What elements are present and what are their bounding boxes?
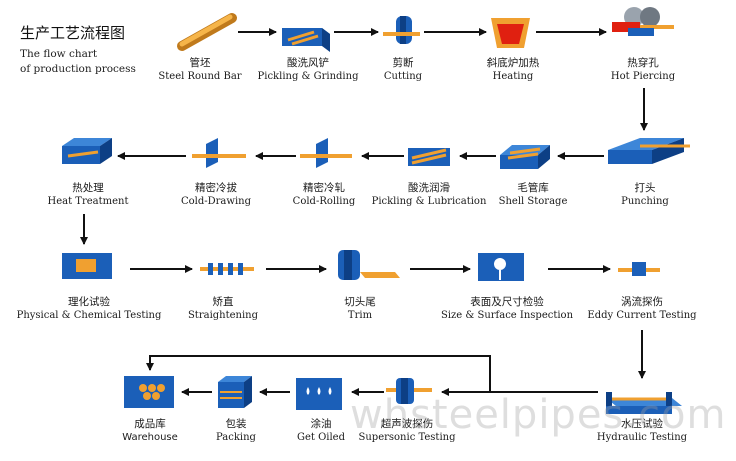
cold-drawing-icon [192, 138, 246, 168]
straightening-icon [200, 263, 254, 275]
shell-storage-icon [500, 145, 550, 169]
chart-title-cn: 生产工艺流程图 [20, 24, 126, 42]
chart-title-en-line2: of production process [20, 63, 136, 75]
pickling-lubrication-icon [408, 148, 450, 166]
hydraulic-testing-icon [606, 392, 682, 414]
trim-icon [338, 250, 400, 280]
warehouse-icon [124, 376, 174, 408]
size-surface-inspection-icon [478, 253, 524, 281]
steel-round-bar-icon [177, 13, 237, 51]
packing-icon [218, 376, 252, 408]
heat-treatment-icon [62, 138, 112, 164]
eddy-current-testing-icon [618, 262, 660, 276]
cold-rolling-icon [300, 138, 352, 168]
supersonic-testing-icon [386, 378, 432, 404]
get-oiled-icon [296, 378, 342, 410]
watermark: whsteelpipes.com [350, 392, 727, 438]
physical-chemical-testing-icon [62, 253, 112, 279]
cutting-icon [383, 16, 420, 44]
punching-icon [608, 138, 690, 164]
flow-arrows [80, 28, 648, 396]
chart-title-en-line1: The flow chart [20, 48, 98, 60]
heating-icon [491, 18, 530, 48]
pickling-grinding-icon [282, 28, 330, 52]
hot-piercing-icon [612, 7, 674, 36]
bypass-arrow [146, 355, 491, 392]
